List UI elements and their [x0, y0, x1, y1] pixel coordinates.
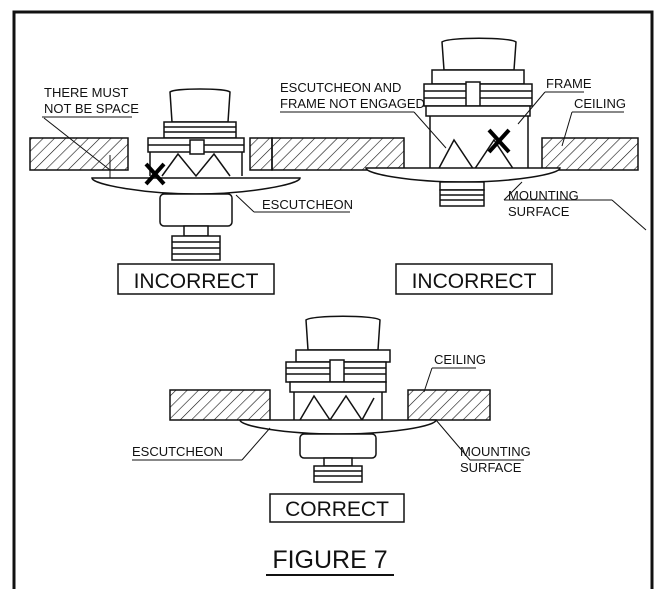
frame-legs-right	[429, 116, 529, 172]
ceiling-left-a	[29, 137, 129, 171]
escutcheon-right	[365, 167, 561, 183]
frame-legs	[149, 152, 243, 178]
label-ceiling-bottom: CEILING	[434, 352, 486, 367]
label-escutcheon-left: ESCUTCHEON	[262, 197, 353, 212]
frame-legs-bottom	[293, 392, 383, 422]
label-esc-frame-line2: FRAME NOT ENGAGED	[280, 96, 425, 111]
label-esc-frame-line1: ESCUTCHEON AND	[280, 80, 401, 95]
label-mounting-bottom-1: MOUNTING	[460, 444, 531, 459]
escutcheon-left	[91, 177, 301, 195]
label-escutcheon-bottom: ESCUTCHEON	[132, 444, 223, 459]
ceiling-bottom-a	[169, 389, 271, 421]
label-frame: FRAME	[546, 76, 592, 91]
figure-title: FIGURE 7	[272, 546, 387, 574]
ceiling-bottom-b	[407, 389, 491, 421]
label-incorrect-left: INCORRECT	[134, 270, 259, 293]
ceiling-left-b	[249, 137, 273, 171]
incorrect-right-box	[395, 263, 553, 295]
label-ceiling-top: CEILING	[574, 96, 626, 111]
page-border	[12, 10, 654, 589]
label-space-line2: NOT BE SPACE	[44, 101, 139, 116]
label-mounting-top-2: SURFACE	[508, 204, 570, 219]
correct-box	[269, 493, 405, 523]
sprinkler-body-right	[441, 37, 517, 71]
incorrect-not-engaged-assembly	[271, 37, 639, 207]
deflector-fins-right	[439, 189, 485, 207]
x-mark-icon	[144, 162, 166, 186]
deflector-fins-bottom	[313, 465, 363, 483]
label-mounting-top-1: MOUNTING	[508, 188, 579, 203]
label-mounting-bottom-2: SURFACE	[460, 460, 522, 475]
sprinkler-threads	[163, 121, 237, 139]
incorrect-left-box	[117, 263, 275, 295]
x-mark-icon	[487, 128, 511, 154]
ceiling-right-b	[541, 137, 639, 171]
deflector-housing	[159, 193, 233, 227]
sprinkler-body	[169, 88, 231, 123]
escutcheon-bottom	[239, 419, 437, 435]
correct-assembly	[169, 315, 491, 483]
ceiling-right-a	[271, 137, 405, 171]
label-incorrect-right: INCORRECT	[412, 270, 537, 293]
deflector-housing-bottom	[299, 433, 377, 459]
label-space-line1: THERE MUST	[44, 85, 129, 100]
incorrect-gap-assembly	[29, 88, 301, 261]
sprinkler-body-bottom	[305, 315, 381, 351]
label-correct: CORRECT	[285, 498, 389, 521]
